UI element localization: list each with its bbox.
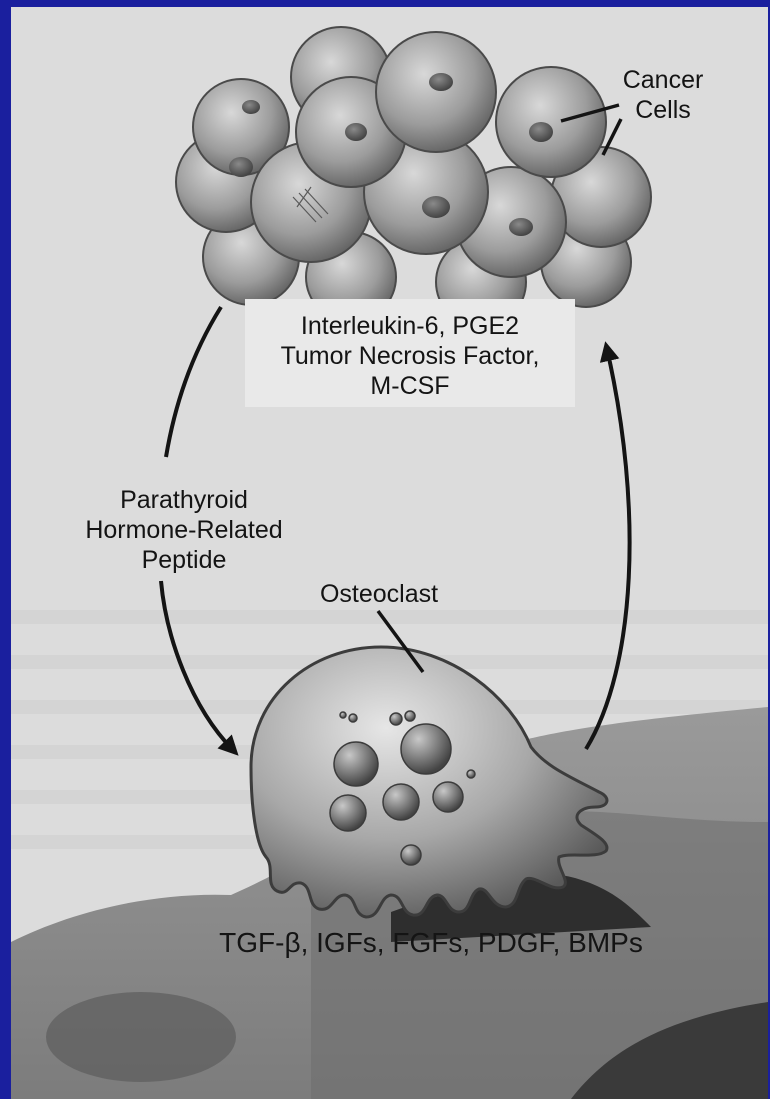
osteoclast-label: Osteoclast bbox=[279, 579, 479, 609]
pthrp-label-line2: Hormone-Related bbox=[49, 515, 319, 545]
cytokines-label-line3: M-CSF bbox=[245, 371, 575, 401]
cytokines-label-line2: Tumor Necrosis Factor, bbox=[245, 341, 575, 371]
pthrp-label-line3: Peptide bbox=[49, 545, 319, 575]
cytokines-label-line1: Interleukin-6, PGE2 bbox=[245, 311, 575, 341]
pthrp-label: Parathyroid Hormone-Related Peptide bbox=[49, 485, 319, 575]
cytokines-label: Interleukin-6, PGE2 Tumor Necrosis Facto… bbox=[245, 311, 575, 401]
cancer-cells-label-line2: Cells bbox=[603, 95, 723, 125]
cancer-cells-label-line1: Cancer bbox=[603, 65, 723, 95]
osteoclast-cell bbox=[251, 647, 607, 917]
arrow-osteoclast-to-cancer bbox=[586, 349, 630, 749]
cancer-cells-label: Cancer Cells bbox=[603, 65, 723, 125]
pthrp-label-line1: Parathyroid bbox=[49, 485, 319, 515]
figure: Cancer Cells Interleukin-6, PGE2 Tumor N… bbox=[11, 7, 768, 1099]
arrow-cancer-to-pthrp bbox=[166, 307, 221, 457]
cancer-cells-cluster bbox=[176, 27, 651, 327]
growth-factors-label: TGF-β, IGFs, FGFs, PDGF, BMPs bbox=[131, 928, 731, 958]
